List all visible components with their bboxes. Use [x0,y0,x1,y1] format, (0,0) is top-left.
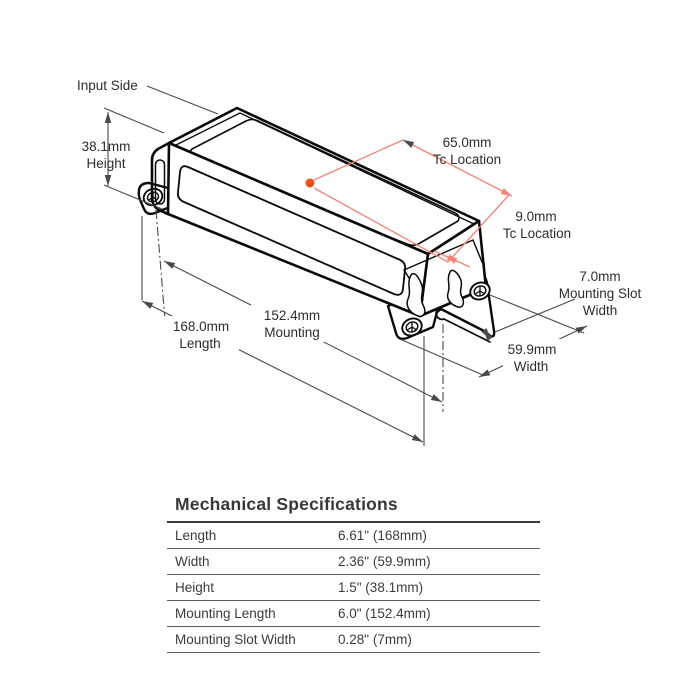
length-value: 168.0mm [173,319,229,334]
slot-value: 7.0mm [579,269,620,284]
spec-label: Mounting Slot Width [175,632,296,647]
tc65-caption: Tc Location [433,152,501,167]
table-title: Mechanical Specifications [167,492,540,523]
dimension-labels: Input Side 38.1mm Height 65.0mm Tc Locat… [77,78,642,374]
spec-row: Mounting Length 6.0" (152.4mm) [167,601,540,627]
mechanical-specifications-table: Mechanical Specifications Length 6.61" (1… [167,492,540,653]
spec-row: Mounting Slot Width 0.28" (7mm) [167,627,540,653]
text-masks [163,304,561,373]
tc-dimensions [313,139,513,268]
tc9-value: 9.0mm [515,209,556,224]
right-screw-icon [469,281,491,301]
mounting-value: 152.4mm [264,308,320,323]
spec-label: Width [175,554,210,569]
input-side-label: Input Side [77,78,138,93]
spec-value: 1.5" (38.1mm) [338,580,424,595]
spec-label: Mounting Length [175,606,276,621]
length-caption: Length [179,336,220,351]
spec-row: Width 2.36" (59.9mm) [167,549,540,575]
spec-label: Height [175,580,215,595]
width-caption: Width [514,359,549,374]
spec-value: 6.61" (168mm) [338,528,427,543]
height-value: 38.1mm [82,139,131,154]
slot-caption2: Width [583,303,618,318]
spec-row: Height 1.5" (38.1mm) [167,575,540,601]
height-caption: Height [86,156,125,171]
mounting-caption: Mounting [264,325,320,340]
width-value: 59.9mm [508,342,557,357]
tc-point [305,178,315,188]
tc65-value: 65.0mm [443,135,492,150]
slot-caption: Mounting Slot [559,286,642,301]
spec-value: 6.0" (152.4mm) [338,606,431,621]
flange-cutout [446,269,465,308]
table-rows: Length 6.61" (168mm) Width 2.36" (59.9mm) He… [167,523,540,653]
mechanical-drawing: Input Side 38.1mm Height 65.0mm Tc Locat… [77,78,642,446]
spec-label: Length [175,528,217,543]
left-end-cap [150,141,171,216]
left-mounting-flange [137,181,172,216]
spec-value: 2.36" (59.9mm) [338,554,431,569]
tc9-caption: Tc Location [503,226,571,241]
spec-row: Length 6.61" (168mm) [167,523,540,549]
spec-value: 0.28" (7mm) [338,632,412,647]
